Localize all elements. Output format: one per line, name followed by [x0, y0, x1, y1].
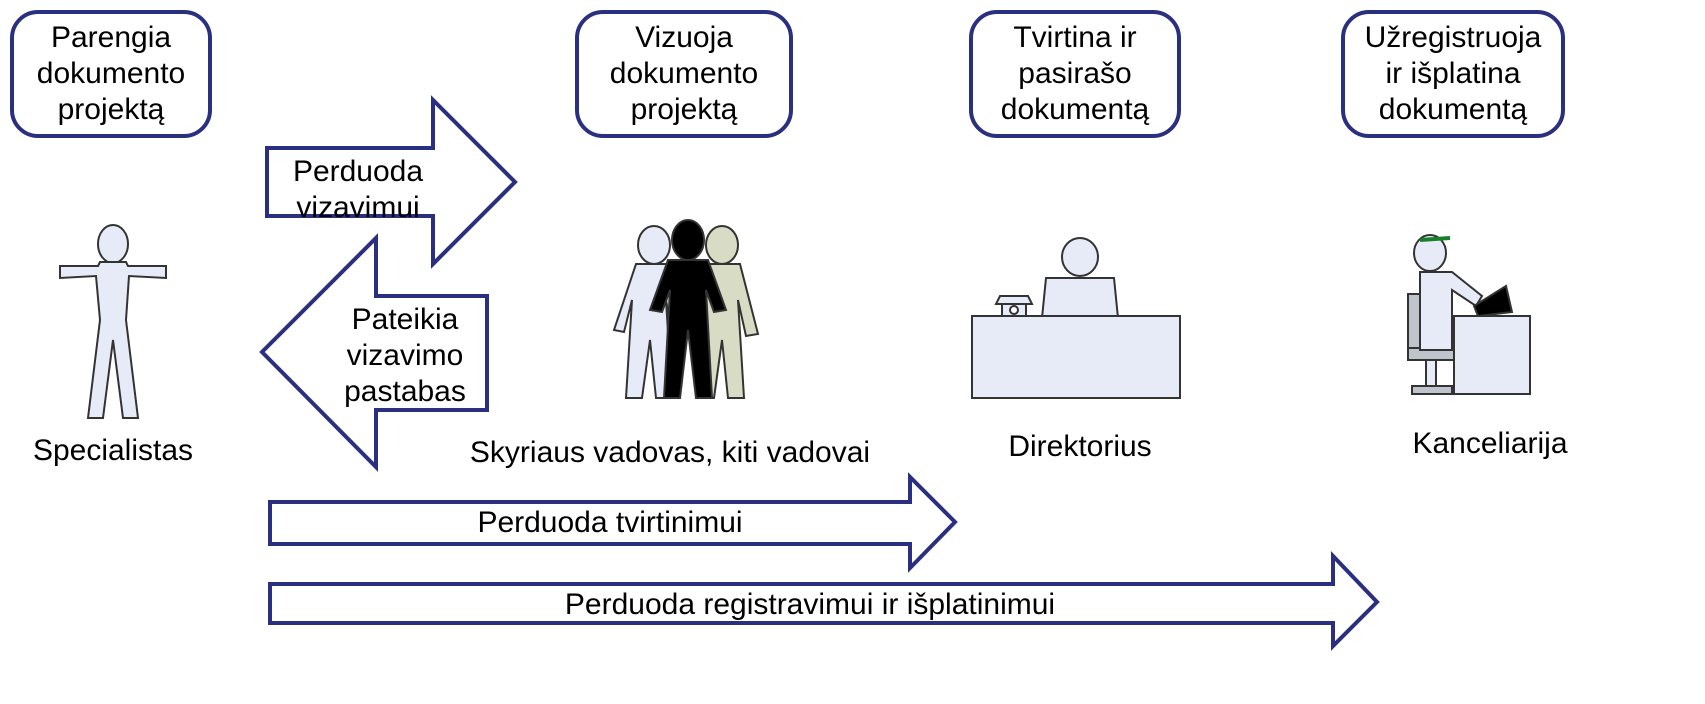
actor-label-office: Kanceliarija	[1412, 427, 1568, 460]
arrow-label-to-approve: Perduoda tvirtinimui	[477, 506, 743, 539]
arrow-label-to-endorse: Perduoda vizavimui	[292, 155, 424, 224]
step-endorse-box: Vizuoja dokumento projektą	[575, 10, 793, 138]
actor-label-heads: Skyriaus vadovas, kiti vadovai	[469, 436, 871, 469]
step-prepare-box: Parengia dokumento projektą	[10, 10, 212, 138]
arrow-label-return-comments: Pateikia vizavimo pastabas	[344, 303, 466, 408]
heads-figure-group	[612, 219, 760, 399]
arrow-return-comments	[259, 233, 489, 472]
step-approve-box: Tvirtina ir pasirašo dokumentą	[969, 10, 1181, 138]
arrow-to-approve	[268, 472, 958, 573]
office-figure	[1407, 234, 1531, 395]
step-register-box: Užregistruoja ir išplatina dokumentą	[1341, 10, 1565, 138]
specialist-figure	[59, 224, 167, 419]
arrow-to-endorse	[265, 95, 518, 269]
actor-label-director: Direktorius	[1008, 430, 1152, 463]
arrow-to-register	[268, 551, 1380, 651]
actor-label-specialist: Specialistas	[32, 434, 194, 467]
arrow-label-to-register: Perduoda registravimui ir išplatinimui	[564, 588, 1056, 621]
director-figure	[971, 237, 1181, 399]
